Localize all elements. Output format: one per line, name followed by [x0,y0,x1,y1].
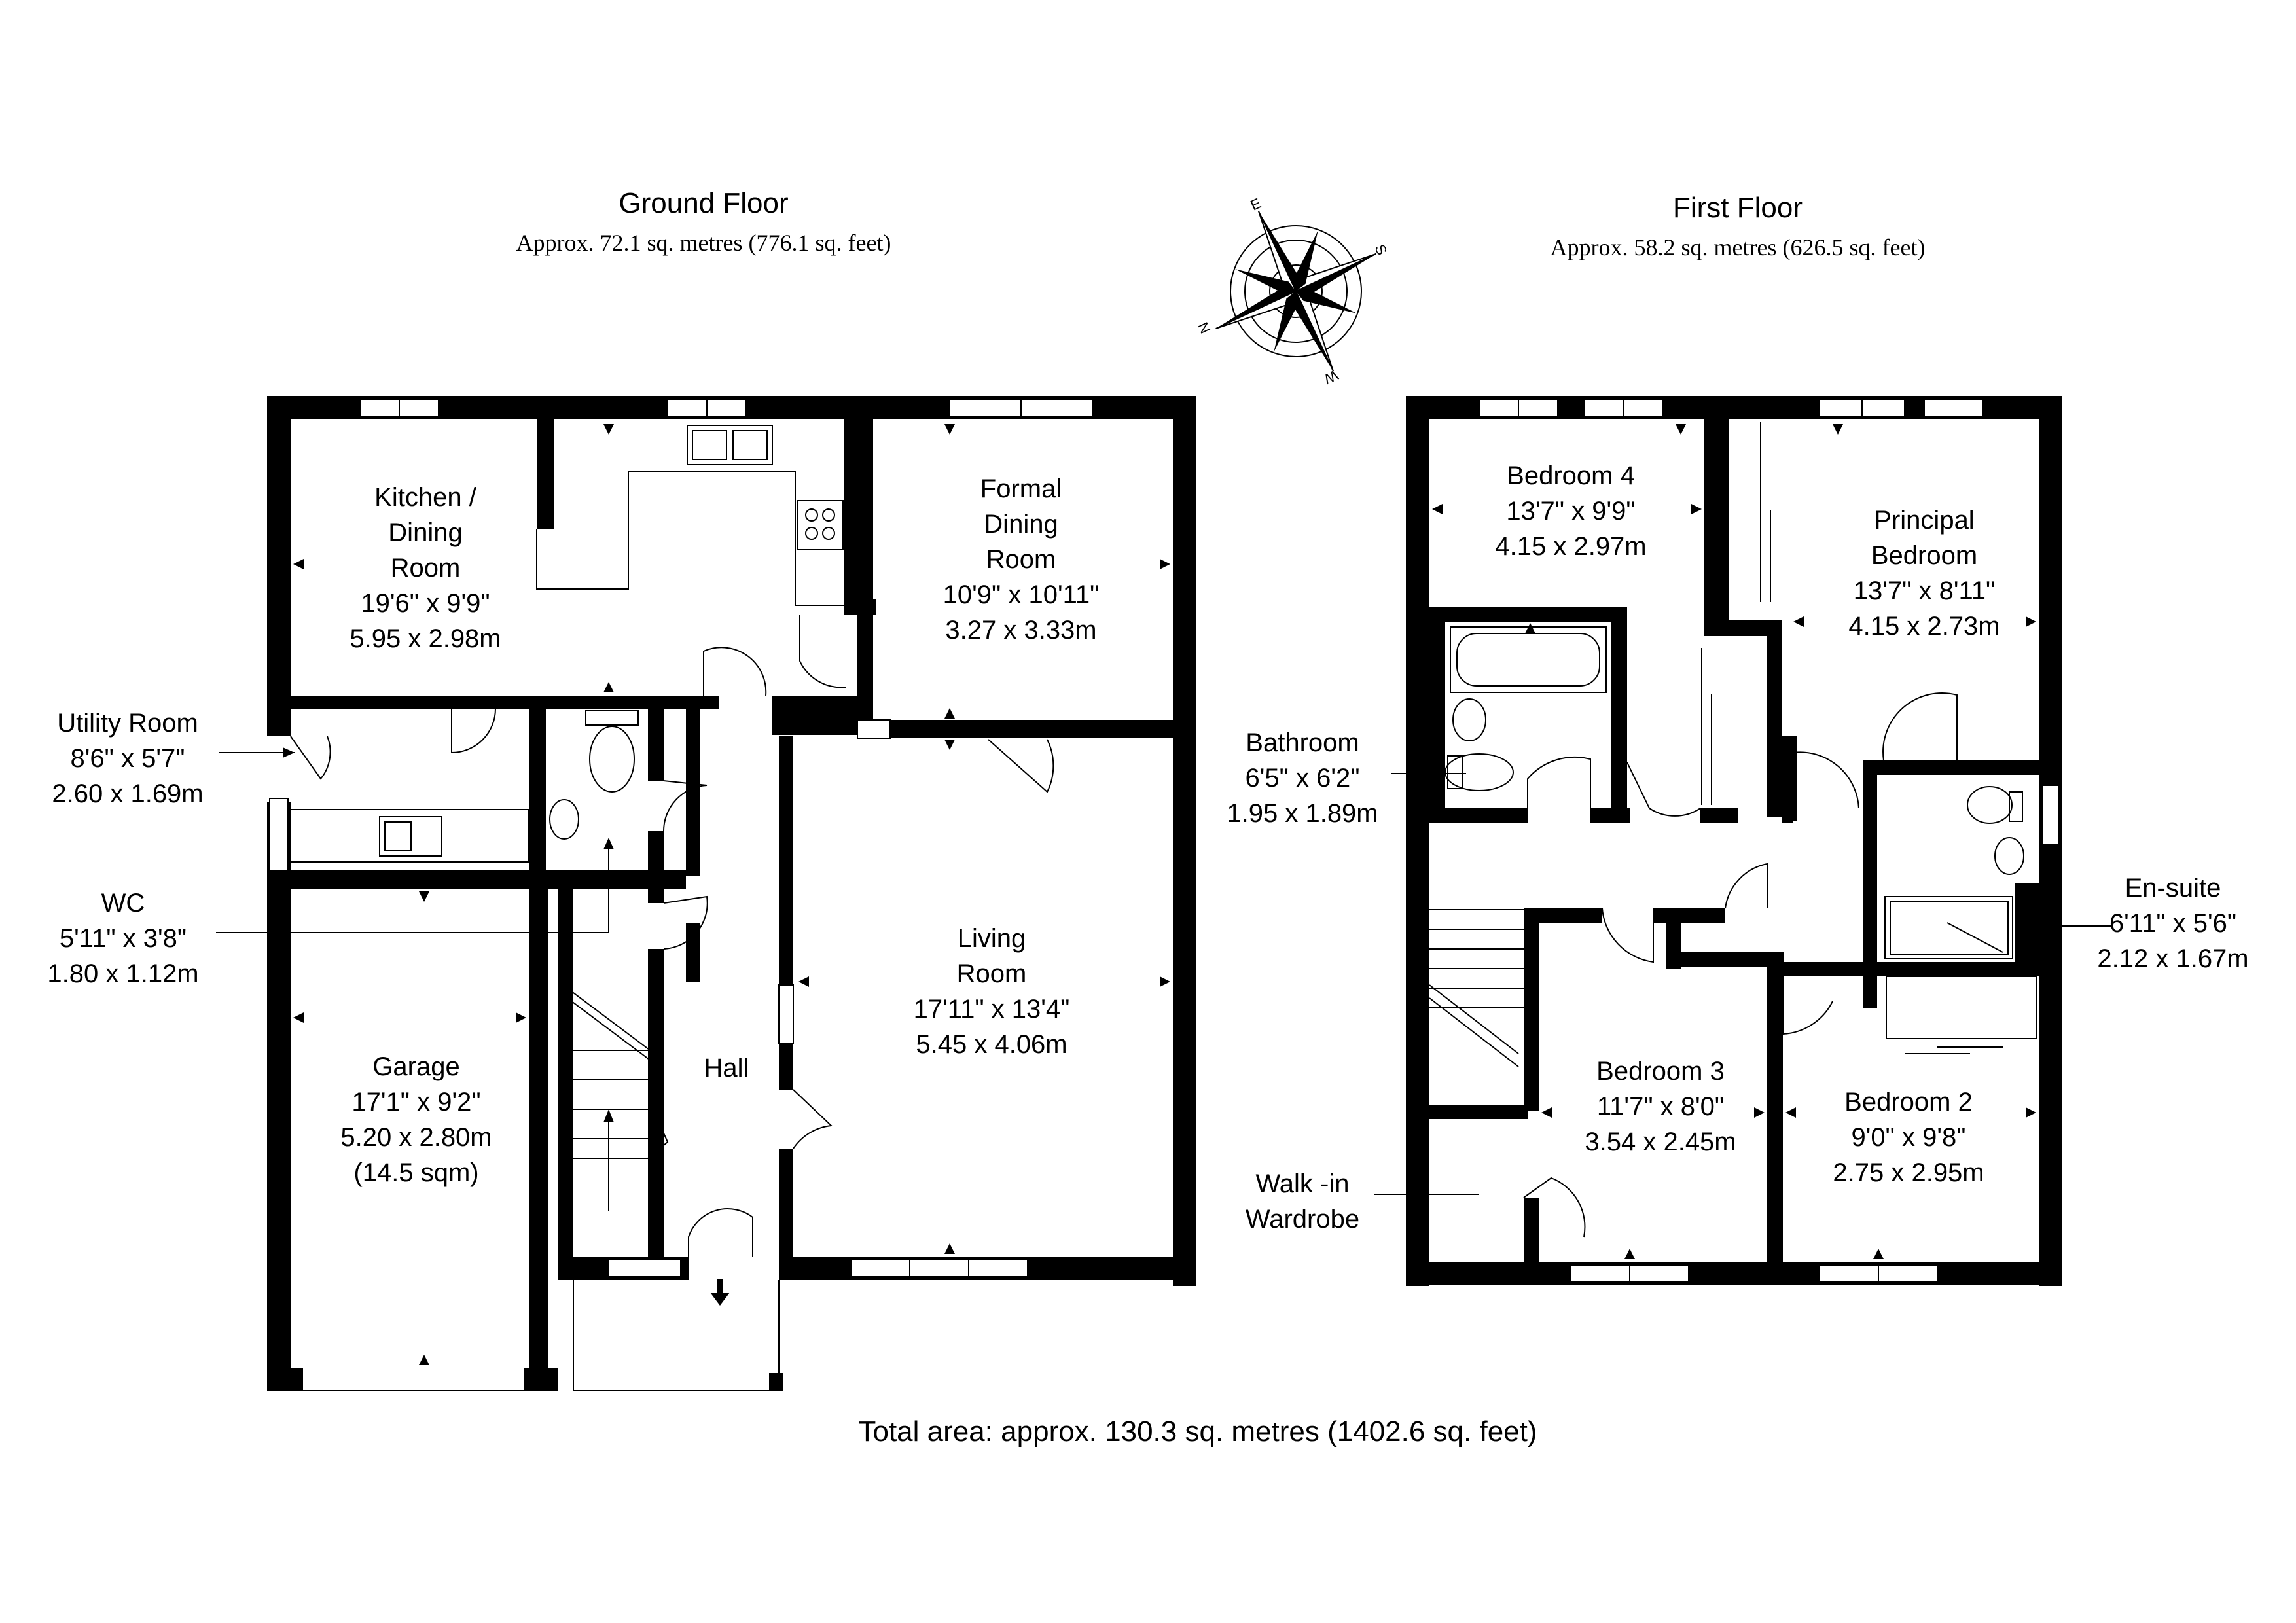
kitchen-label-line2: Dining [388,518,462,547]
bedroom3-line3: 3.54 x 2.45m [1585,1128,1736,1156]
bathroom-line3: 1.95 x 1.89m [1227,799,1378,828]
ensuite-line3: 2.12 x 1.67m [2097,944,2248,973]
first-floor-doors [1523,692,1958,1238]
first-floor-area: Approx. 58.2 sq. metres (626.5 sq. feet) [1551,234,1926,260]
ensuite-line2: 6'11" x 5'6" [2109,909,2236,938]
garage-label: Garage 17'1" x 9'2" 5.20 x 2.80m (14.5 s… [340,1052,492,1187]
first-floor-walls [1406,396,2062,1286]
bedroom2-line2: 9'0" x 9'8" [1852,1123,1966,1152]
wc-line2: 5'11" x 3'8" [60,924,187,953]
wc-callout: WC 5'11" x 3'8" 1.80 x 1.12m [47,838,614,988]
bathroom-line2: 6'5" x 6'2" [1246,764,1360,793]
kitchen-label-line1: Kitchen / [374,483,477,512]
compass-label-w: W [1321,366,1341,387]
bedroom4-line1: Bedroom 4 [1507,461,1635,490]
utility-line3: 2.60 x 1.69m [52,779,203,808]
compass-label-n: N [1194,319,1213,336]
garage-line2: 17'1" x 9'2" [351,1088,480,1116]
kitchen-label-line3: Room [391,554,461,582]
living-line3: 17'11" x 13'4" [914,995,1070,1024]
principal-line2: Bedroom [1871,541,1977,570]
kitchen-dining-room-label: Kitchen / Dining Room 19'6" x 9'9" 5.95 … [350,483,501,653]
ground-floor-fixtures [290,425,844,1391]
bedroom-4-label: Bedroom 4 13'7" x 9'9" 4.15 x 2.97m [1495,461,1646,561]
front-door-arrow-icon [710,1279,730,1306]
bedroom2-line3: 2.75 x 2.95m [1833,1158,1984,1187]
wc-line1: WC [101,889,145,918]
utility-line1: Utility Room [57,709,198,738]
formal-dining-line5: 3.27 x 3.33m [945,616,1096,645]
formal-dining-line2: Dining [984,510,1058,539]
ground-floor-doors [290,615,1054,1257]
formal-dining-room-label: Formal Dining Room 10'9" x 10'11" 3.27 x… [943,474,1100,645]
living-line1: Living [958,924,1026,953]
ensuite-line1: En-suite [2125,874,2221,902]
living-room-label: Living Room 17'11" x 13'4" 5.45 x 4.06m [914,924,1070,1059]
principal-bedroom-label: Principal Bedroom 13'7" x 8'11" 4.15 x 2… [1848,506,2000,641]
utility-room-callout: Utility Room 8'6" x 5'7" 2.60 x 1.69m [52,709,295,808]
bedroom4-line2: 13'7" x 9'9" [1506,497,1635,526]
ground-floor-title: Ground Floor [619,187,788,219]
walkin-line1: Walk -in [1256,1169,1350,1198]
first-floor-fixtures [1429,422,2037,1067]
garage-line3: 5.20 x 2.80m [340,1123,492,1152]
first-floor-title: First Floor [1673,192,1803,224]
bathroom-line1: Bathroom [1246,728,1359,757]
walkin-line2: Wardrobe [1246,1205,1359,1234]
ensuite-callout: En-suite 6'11" x 5'6" 2.12 x 1.67m [2062,874,2249,973]
hall-label: Hall [704,1054,749,1082]
formal-dining-line3: Room [986,545,1056,574]
living-line4: 5.45 x 4.06m [916,1030,1067,1059]
kitchen-label-line5: 5.95 x 2.98m [350,624,501,653]
walk-in-wardrobe-callout: Walk -in Wardrobe [1246,1169,1479,1234]
kitchen-label-line4: 19'6" x 9'9" [361,589,490,618]
principal-line3: 13'7" x 8'11" [1854,577,1995,605]
living-line2: Room [957,959,1027,988]
wc-line3: 1.80 x 1.12m [47,959,198,988]
bedroom2-line1: Bedroom 2 [1844,1088,1973,1116]
principal-line4: 4.15 x 2.73m [1848,612,2000,641]
garage-line4: (14.5 sqm) [353,1158,478,1187]
compass-rose-icon [1215,211,1376,372]
bedroom4-line3: 4.15 x 2.97m [1495,532,1646,561]
formal-dining-line1: Formal [980,474,1062,503]
compass-label-e: E [1248,195,1264,214]
bedroom3-line1: Bedroom 3 [1596,1057,1725,1086]
ground-floor-area: Approx. 72.1 sq. metres (776.1 sq. feet) [516,230,891,256]
utility-line2: 8'6" x 5'7" [71,744,185,773]
formal-dining-line4: 10'9" x 10'11" [943,580,1100,609]
bedroom-3-label: Bedroom 3 11'7" x 8'0" 3.54 x 2.45m [1585,1057,1736,1156]
garage-line1: Garage [372,1052,459,1081]
principal-line1: Principal [1874,506,1974,535]
bedroom-2-label: Bedroom 2 9'0" x 9'8" 2.75 x 2.95m [1833,1088,1984,1187]
bedroom3-line2: 11'7" x 8'0" [1597,1092,1724,1121]
ground-floor-windows [269,399,1094,1277]
first-floor-windows [1479,399,2060,1283]
bathroom-callout: Bathroom 6'5" x 6'2" 1.95 x 1.89m [1227,728,1466,828]
total-area: Total area: approx. 130.3 sq. metres (14… [858,1416,1537,1448]
dimension-markers [293,424,2036,1365]
